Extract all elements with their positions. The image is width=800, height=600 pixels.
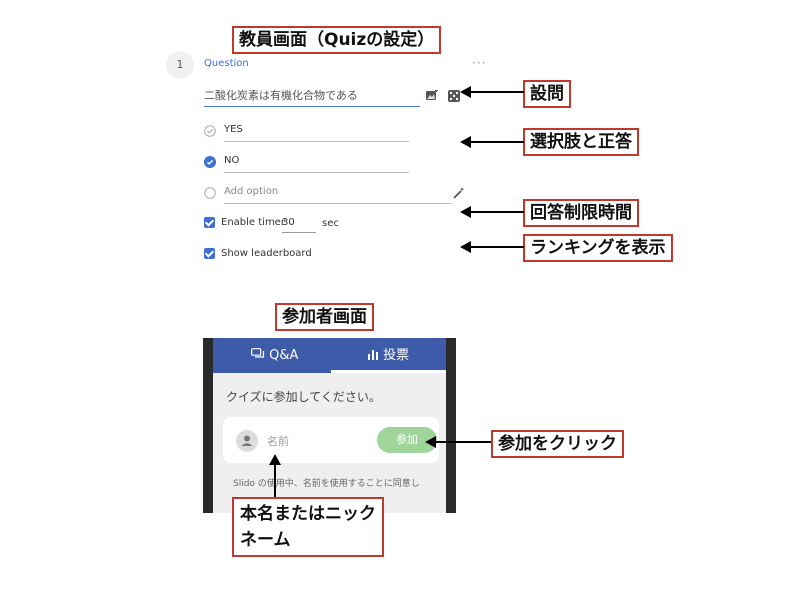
- add-image-icon[interactable]: [426, 90, 438, 101]
- tab-qa-label: Q&A: [269, 348, 299, 363]
- teacher-section-label: 教員画面（Quizの設定）: [232, 26, 442, 54]
- name-input[interactable]: 名前: [267, 435, 289, 448]
- arrow-up-icon: [269, 454, 281, 498]
- question-text-input[interactable]: 二酸化炭素は有機化合物である: [204, 86, 420, 107]
- top-tab-bar: Q&A 投票: [213, 338, 446, 373]
- person-icon: [241, 435, 253, 446]
- arrow-left-icon: [460, 241, 524, 253]
- tab-poll[interactable]: 投票: [367, 338, 409, 373]
- quiz-prompt: クイズに参加してください。: [226, 390, 381, 404]
- more-options-icon[interactable]: ···: [472, 56, 487, 70]
- check-circle-filled-icon[interactable]: [204, 156, 216, 168]
- option-label: NO: [224, 155, 240, 166]
- arrow-left-icon: [460, 206, 524, 218]
- question-heading: Question: [204, 58, 249, 69]
- annotation-name-hint-line2: ネーム: [240, 530, 291, 550]
- annotation-options: 選択肢と正答: [523, 128, 639, 156]
- chat-bubbles-icon: [251, 348, 265, 358]
- option-label: YES: [224, 124, 243, 135]
- annotation-name-hint: 本名またはニック ネーム: [232, 497, 384, 557]
- bar-chart-icon: [368, 350, 378, 360]
- option-row-no[interactable]: NO: [204, 153, 414, 173]
- annotation-name-hint-line1: 本名またはニック: [240, 504, 376, 524]
- option-underline: [224, 172, 409, 173]
- arrow-left-icon: [425, 436, 491, 448]
- timer-input[interactable]: 30: [282, 216, 316, 233]
- magic-wand-icon[interactable]: [452, 186, 466, 200]
- participant-phone-screenshot: Q&A 投票 クイズに参加してください。 名前 参加 Slido の使用中、名前…: [203, 338, 456, 513]
- radio-empty-icon[interactable]: [204, 187, 216, 199]
- annotation-join: 参加をクリック: [491, 430, 624, 458]
- join-card: 名前 参加: [223, 417, 439, 463]
- add-option-input[interactable]: Add option: [224, 186, 279, 197]
- annotation-timer: 回答制限時間: [523, 199, 639, 227]
- enable-timer-label: Enable timer: [221, 217, 285, 228]
- consent-text: Slido の使用中、名前を使用することに同意し: [233, 479, 420, 489]
- arrow-left-icon: [460, 136, 524, 148]
- avatar: [236, 430, 258, 452]
- arrow-left-icon: [460, 86, 524, 98]
- show-leaderboard-checkbox[interactable]: [204, 248, 215, 259]
- add-option-row[interactable]: Add option: [204, 184, 454, 204]
- timer-unit: sec: [322, 218, 339, 229]
- annotation-ranking: ランキングを表示: [523, 234, 673, 262]
- enable-timer-checkbox[interactable]: [204, 217, 215, 228]
- participant-screen: Q&A 投票 クイズに参加してください。 名前 参加 Slido の使用中、名前…: [213, 338, 446, 513]
- option-row-yes[interactable]: YES: [204, 122, 414, 142]
- option-underline: [224, 203, 452, 204]
- participant-section-label: 参加者画面: [275, 303, 374, 331]
- check-circle-outline-icon[interactable]: [204, 125, 216, 137]
- tab-poll-label: 投票: [383, 348, 410, 363]
- annotation-question: 設問: [523, 80, 571, 108]
- active-tab-indicator: [331, 370, 446, 373]
- question-number-badge: 1: [166, 51, 194, 79]
- join-button[interactable]: 参加: [377, 427, 437, 453]
- tab-qa[interactable]: Q&A: [251, 338, 298, 373]
- option-underline: [224, 141, 409, 142]
- dice-icon[interactable]: [448, 90, 460, 102]
- show-leaderboard-label: Show leaderboard: [221, 248, 312, 259]
